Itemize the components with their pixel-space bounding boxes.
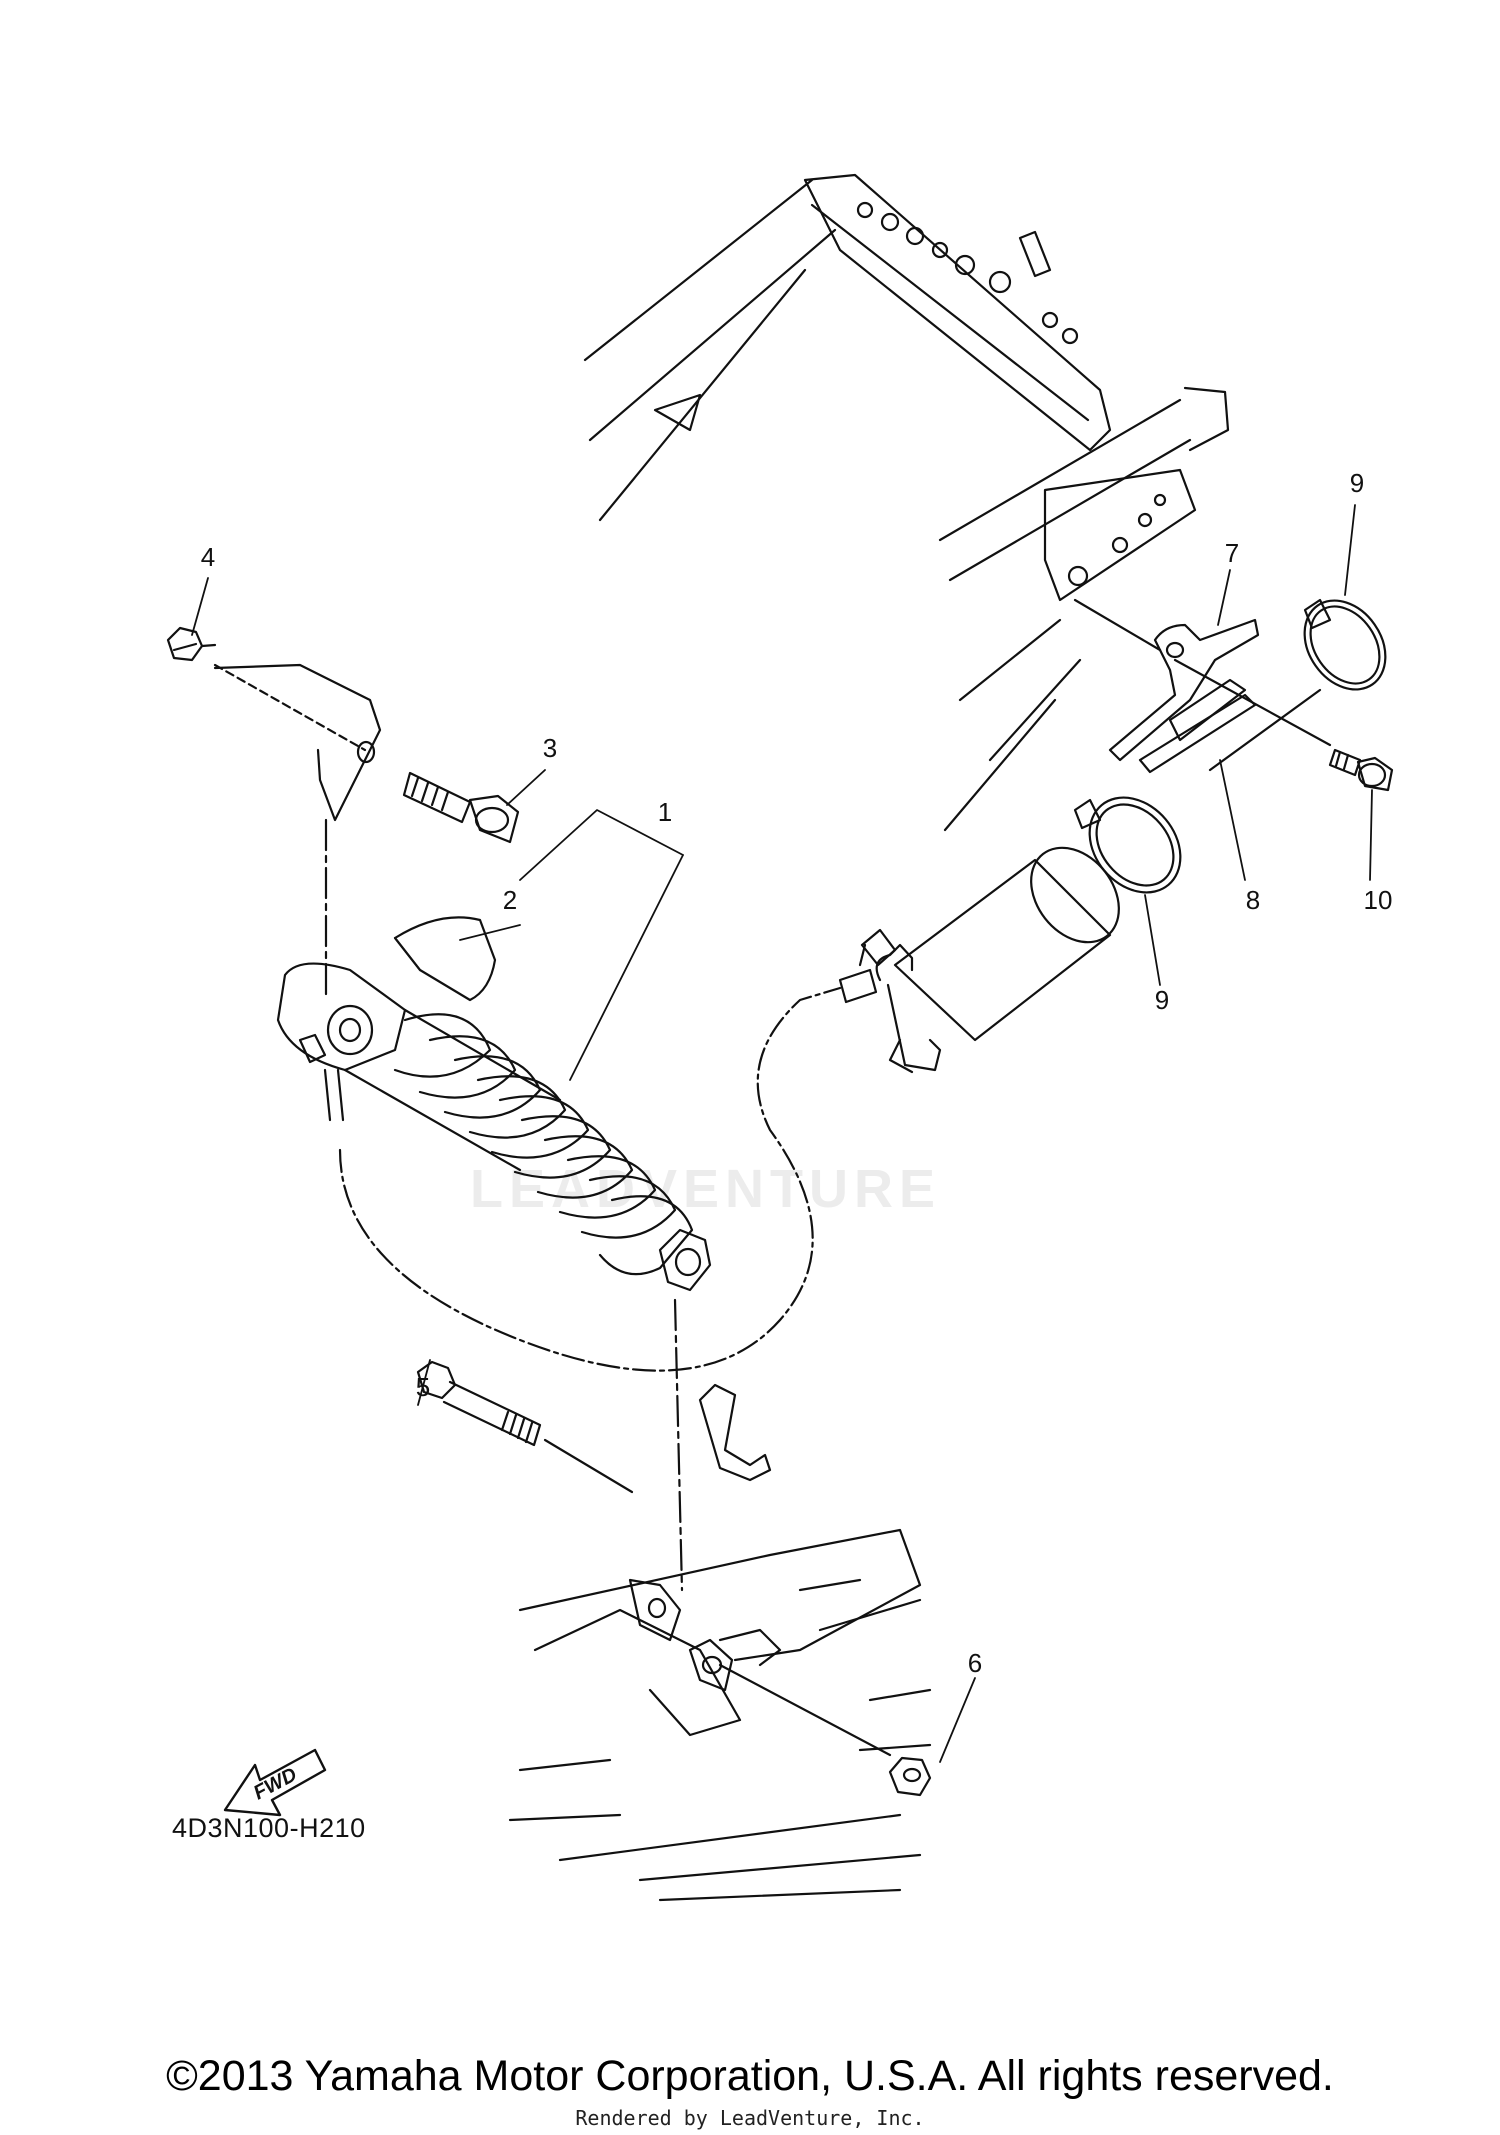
part-1-shock-absorber bbox=[276, 962, 712, 1292]
callout-7: 7 bbox=[1224, 538, 1240, 568]
leader-band bbox=[1208, 688, 1322, 772]
frame-upper bbox=[583, 173, 1230, 832]
part-9-band-lower bbox=[1073, 796, 1182, 894]
callout-9-lower: 9 bbox=[1154, 985, 1170, 1015]
callout-10: 10 bbox=[1363, 885, 1393, 915]
callout-6: 6 bbox=[967, 1648, 983, 1678]
reservoir bbox=[858, 846, 1120, 1074]
part-4-nut bbox=[166, 626, 217, 662]
part-10-bolt bbox=[1328, 748, 1394, 792]
part-3-bolt bbox=[402, 771, 520, 844]
callout-2: 2 bbox=[502, 885, 518, 915]
part-9-band-upper bbox=[1303, 598, 1387, 691]
callout-3: 3 bbox=[542, 733, 558, 763]
part-5-bolt bbox=[416, 1360, 542, 1447]
reservoir-hose bbox=[298, 968, 878, 1372]
callout-1: 1 bbox=[657, 797, 673, 827]
callout-leaders bbox=[191, 504, 1373, 1763]
part-6-nut bbox=[888, 1756, 932, 1797]
callout-9-upper: 9 bbox=[1349, 468, 1365, 498]
leader-7 bbox=[1073, 598, 1162, 652]
callout-4: 4 bbox=[200, 542, 216, 572]
fwd-arrow-icon: FWD bbox=[223, 1748, 327, 1817]
leader-10 bbox=[1173, 658, 1332, 747]
leader-lower-mount bbox=[673, 1298, 684, 1592]
watermark-text: LEADVENTURE bbox=[470, 1159, 942, 1219]
left-bracket bbox=[213, 663, 382, 1002]
callout-8: 8 bbox=[1245, 885, 1261, 915]
leader-4 bbox=[213, 663, 367, 752]
lower-mount bbox=[508, 1383, 932, 1902]
rendered-by-credit: Rendered by LeadVenture, Inc. bbox=[575, 2106, 925, 2130]
diagram-code: 4D3N100-H210 bbox=[172, 1813, 366, 1843]
part-2-protector bbox=[393, 916, 497, 1002]
callout-5: 5 bbox=[415, 1372, 431, 1402]
leader-6 bbox=[718, 1663, 892, 1757]
leader-5 bbox=[543, 1438, 634, 1494]
copyright-notice: ©2013 Yamaha Motor Corporation, U.S.A. A… bbox=[166, 2052, 1334, 2100]
part-7-bracket bbox=[1108, 618, 1260, 762]
